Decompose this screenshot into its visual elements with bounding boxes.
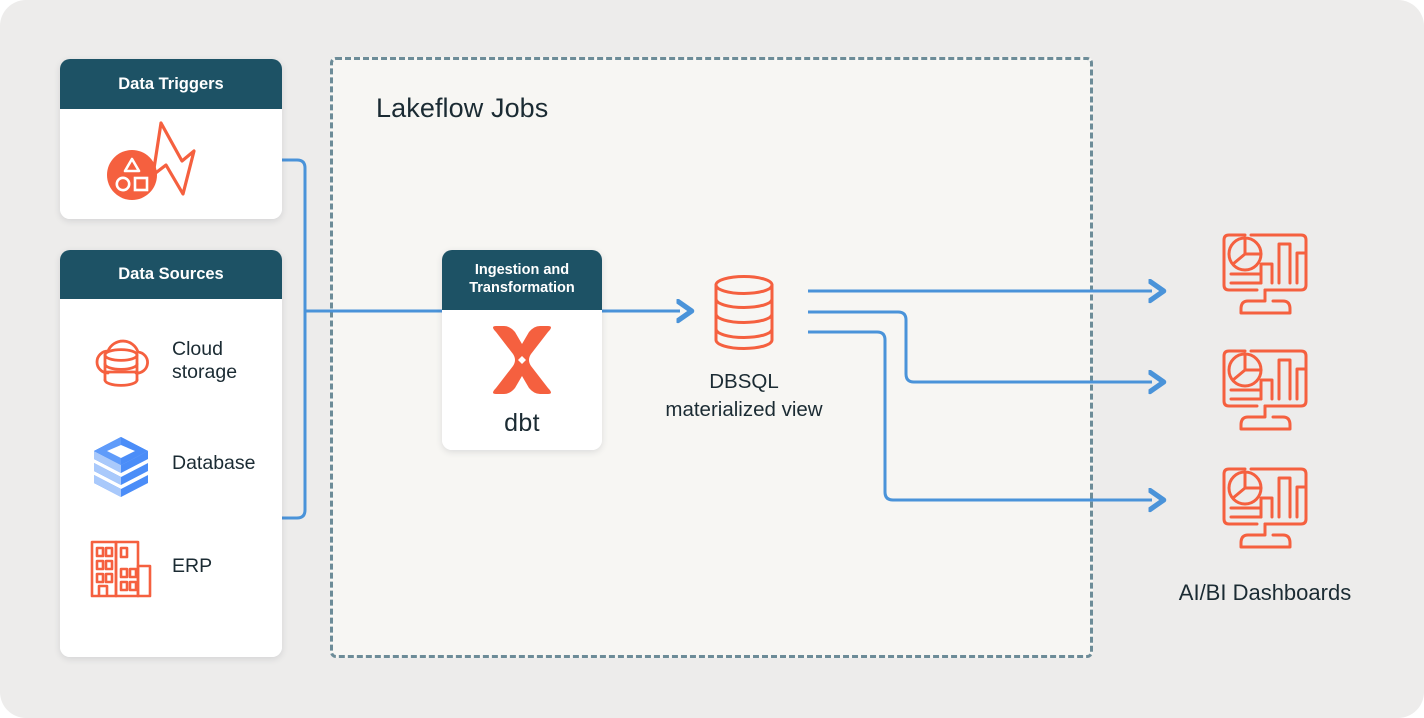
databricks-stack-icon: [88, 431, 154, 497]
cloud-storage-icon: [88, 328, 154, 394]
dbt-label: dbt: [504, 409, 540, 437]
source-item-database: Database: [60, 412, 282, 515]
dashboard-monitor-icon: [1217, 231, 1313, 317]
data-sources-card: Data Sources: [60, 250, 282, 657]
data-triggers-body: [60, 109, 282, 219]
data-sources-header: Data Sources: [60, 250, 282, 299]
source-item-erp: ERP: [60, 515, 282, 618]
data-triggers-header: Data Triggers: [60, 59, 282, 109]
data-triggers-card: Data Triggers: [60, 59, 282, 219]
database-cylinder-icon: [648, 268, 840, 360]
erp-building-icon: [88, 534, 154, 600]
lakeflow-jobs-title: Lakeflow Jobs: [376, 93, 549, 123]
dashboard-monitor-icon: [1217, 347, 1313, 433]
ingestion-header-line2: Transformation: [469, 280, 575, 296]
dbt-logo-icon: [484, 324, 560, 403]
wire-triggers-to-ingestion: [282, 158, 307, 311]
source-label-erp: ERP: [172, 555, 213, 578]
dashboard-monitor-icon: [1217, 465, 1313, 551]
ingestion-header-line1: Ingestion and: [474, 262, 570, 279]
source-label-database: Database: [172, 452, 256, 475]
wire-sources-to-ingestion: [282, 311, 307, 520]
ai-bi-dashboards-label: AI/BI Dashboards: [1178, 580, 1352, 605]
ingestion-card-body: dbt: [442, 310, 602, 450]
